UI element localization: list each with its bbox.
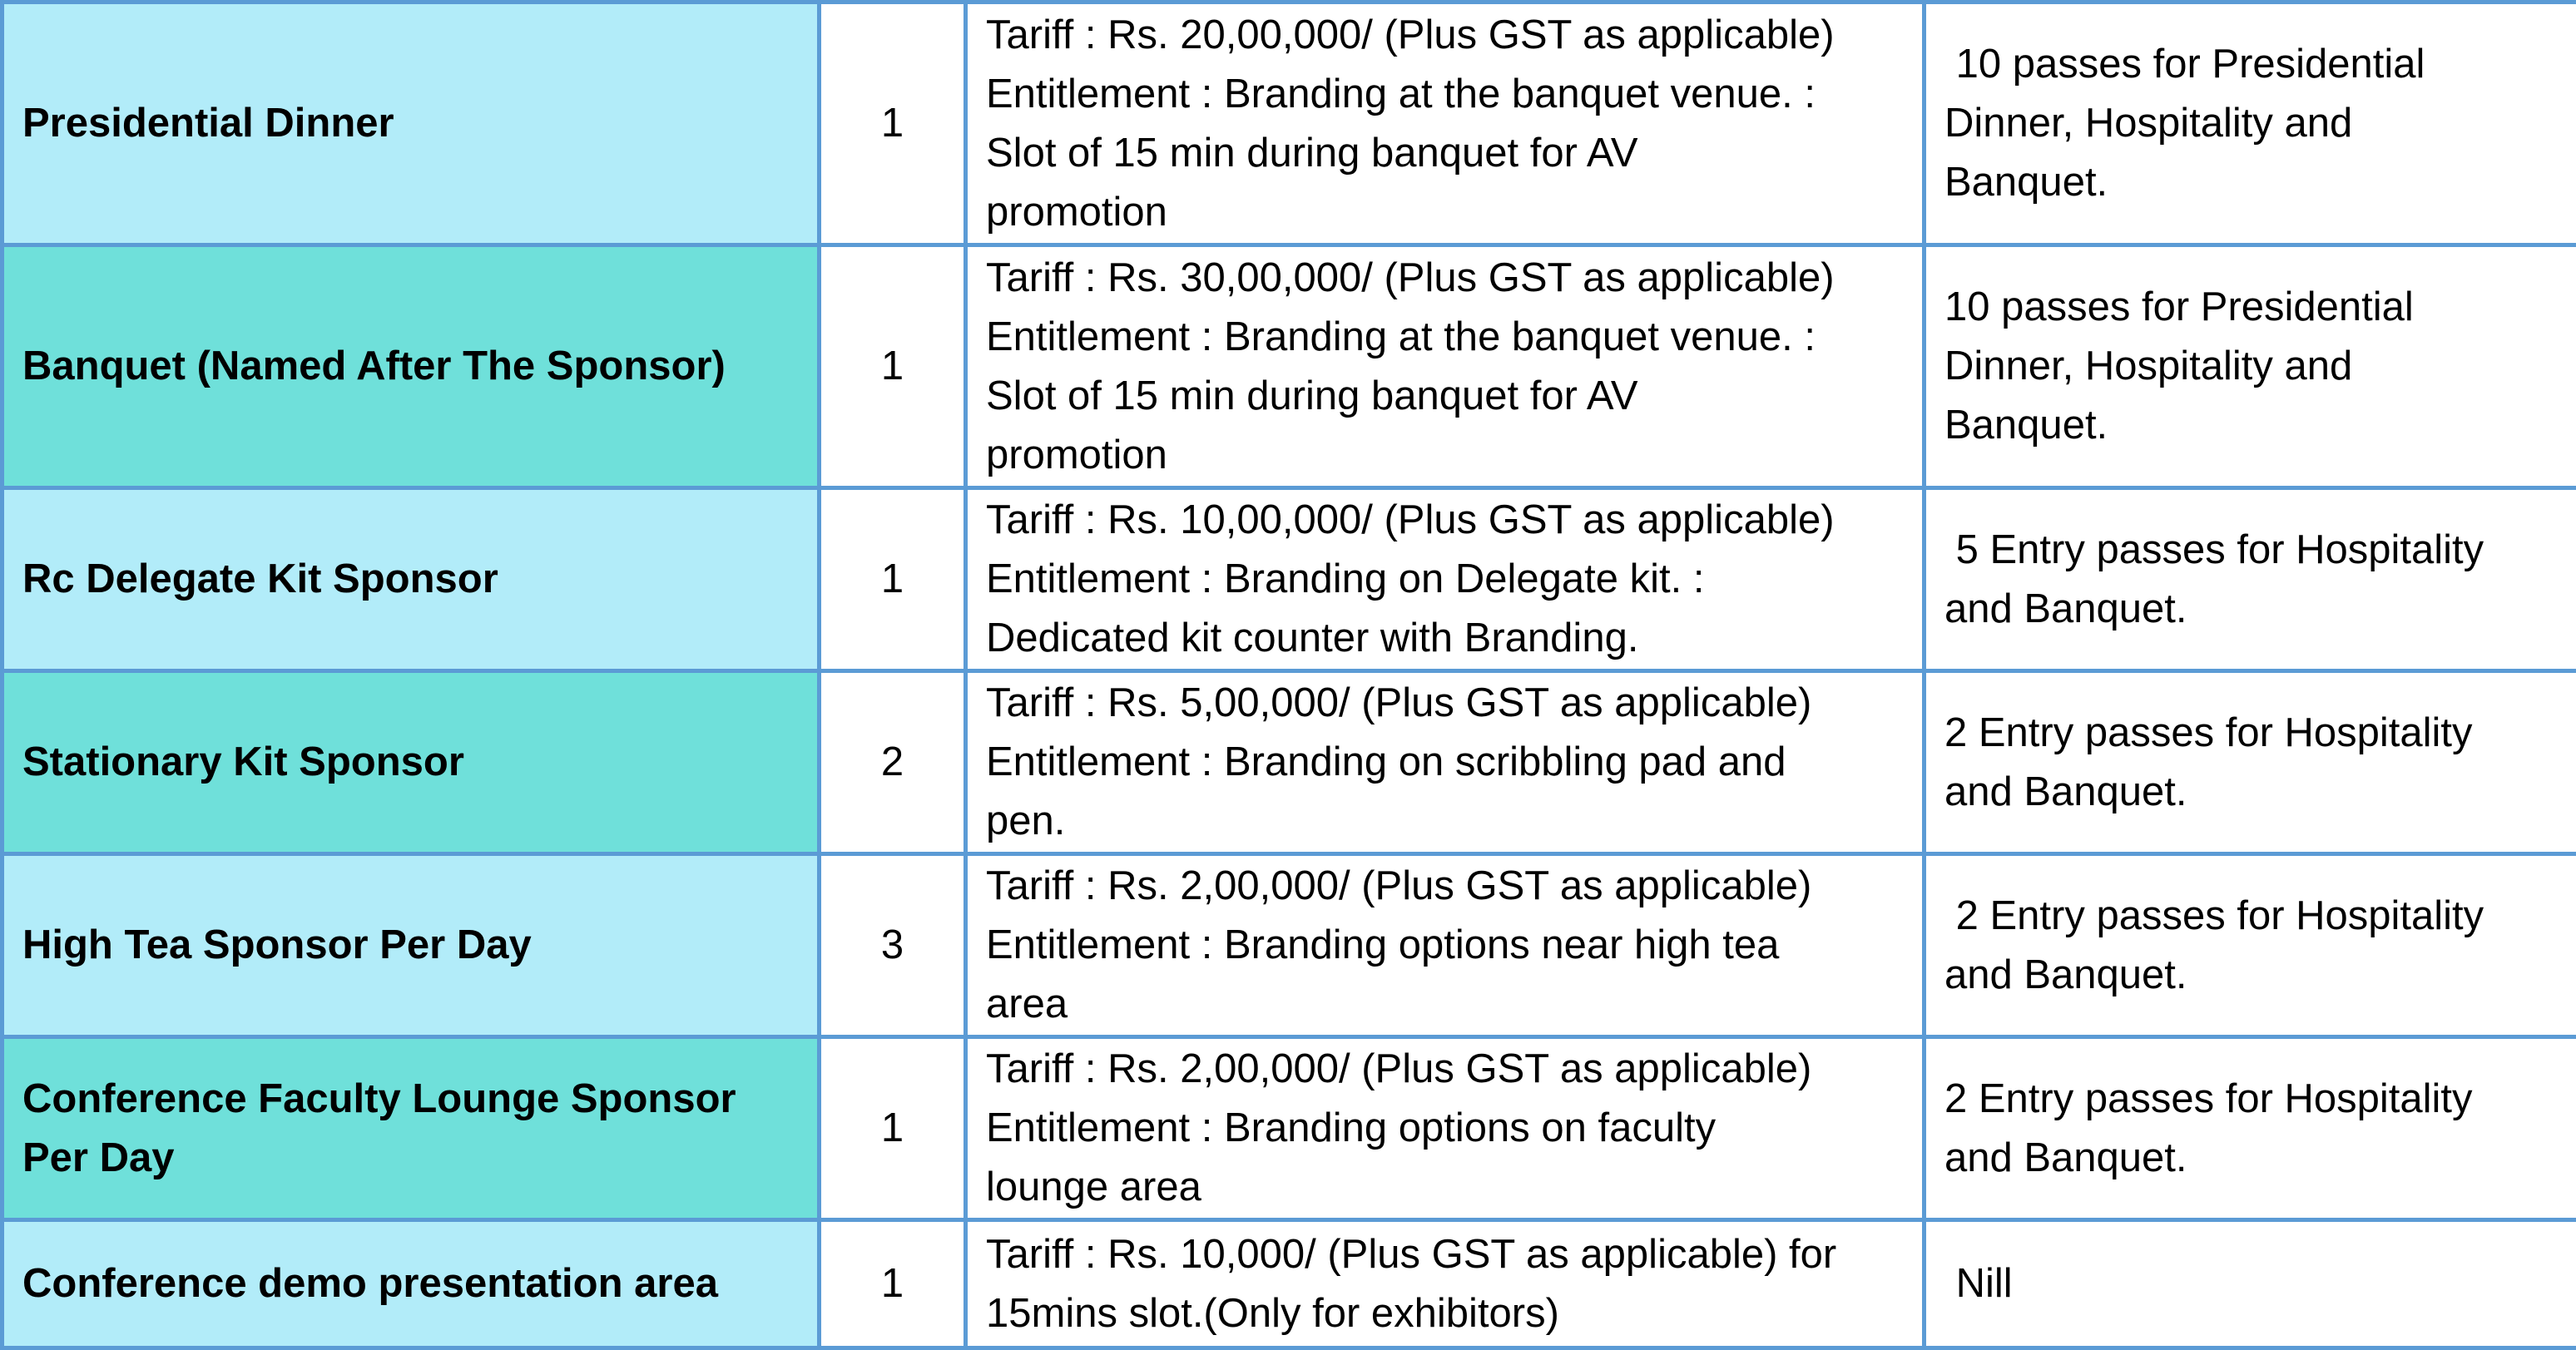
tariff-entitlement: Tariff : Rs. 2,00,000/ (Plus GST as appl…: [966, 854, 1925, 1037]
passes-benefit: 2 Entry passes for Hospitality and Banqu…: [1925, 854, 2576, 1037]
passes-benefit: 2 Entry passes for Hospitality and Banqu…: [1925, 1037, 2576, 1220]
sponsorship-quantity: 1: [820, 1220, 966, 1348]
sponsorship-quantity: 1: [820, 245, 966, 488]
tariff-entitlement: Tariff : Rs. 2,00,000/ (Plus GST as appl…: [966, 1037, 1925, 1220]
passes-benefit: 2 Entry passes for Hospitality and Banqu…: [1925, 671, 2576, 854]
sponsorship-name: Stationary Kit Sponsor: [2, 671, 820, 854]
table-row: Conference Faculty Lounge Sponsor Per Da…: [2, 1037, 2576, 1220]
sponsorship-name: Conference demo presentation area: [2, 1220, 820, 1348]
passes-benefit: 5 Entry passes for Hospitality and Banqu…: [1925, 488, 2576, 671]
sponsorship-quantity: 3: [820, 854, 966, 1037]
passes-benefit: Nill: [1925, 1220, 2576, 1348]
sponsorship-quantity: 2: [820, 671, 966, 854]
sponsorship-name: Conference Faculty Lounge Sponsor Per Da…: [2, 1037, 820, 1220]
table-row: Banquet (Named After The Sponsor) 1 Tari…: [2, 245, 2576, 488]
sponsorship-name: Banquet (Named After The Sponsor): [2, 245, 820, 488]
sponsorship-quantity: 1: [820, 488, 966, 671]
tariff-entitlement: Tariff : Rs. 10,000/ (Plus GST as applic…: [966, 1220, 1925, 1348]
sponsorship-name: High Tea Sponsor Per Day: [2, 854, 820, 1037]
table-row: Presidential Dinner 1 Tariff : Rs. 20,00…: [2, 2, 2576, 245]
table-row: Stationary Kit Sponsor 2 Tariff : Rs. 5,…: [2, 671, 2576, 854]
table-row: High Tea Sponsor Per Day 3 Tariff : Rs. …: [2, 854, 2576, 1037]
sponsorship-quantity: 1: [820, 1037, 966, 1220]
tariff-entitlement: Tariff : Rs. 20,00,000/ (Plus GST as app…: [966, 2, 1925, 245]
tariff-entitlement: Tariff : Rs. 30,00,000/ (Plus GST as app…: [966, 245, 1925, 488]
sponsorship-quantity: 1: [820, 2, 966, 245]
sponsorship-name: Presidential Dinner: [2, 2, 820, 245]
sponsorship-name: Rc Delegate Kit Sponsor: [2, 488, 820, 671]
table-row: Rc Delegate Kit Sponsor 1 Tariff : Rs. 1…: [2, 488, 2576, 671]
passes-benefit: 10 passes for Presidential Dinner, Hospi…: [1925, 245, 2576, 488]
tariff-entitlement: Tariff : Rs. 5,00,000/ (Plus GST as appl…: [966, 671, 1925, 854]
tariff-entitlement: Tariff : Rs. 10,00,000/ (Plus GST as app…: [966, 488, 1925, 671]
table-row: Conference demo presentation area 1 Tari…: [2, 1220, 2576, 1348]
passes-benefit: 10 passes for Presidential Dinner, Hospi…: [1925, 2, 2576, 245]
